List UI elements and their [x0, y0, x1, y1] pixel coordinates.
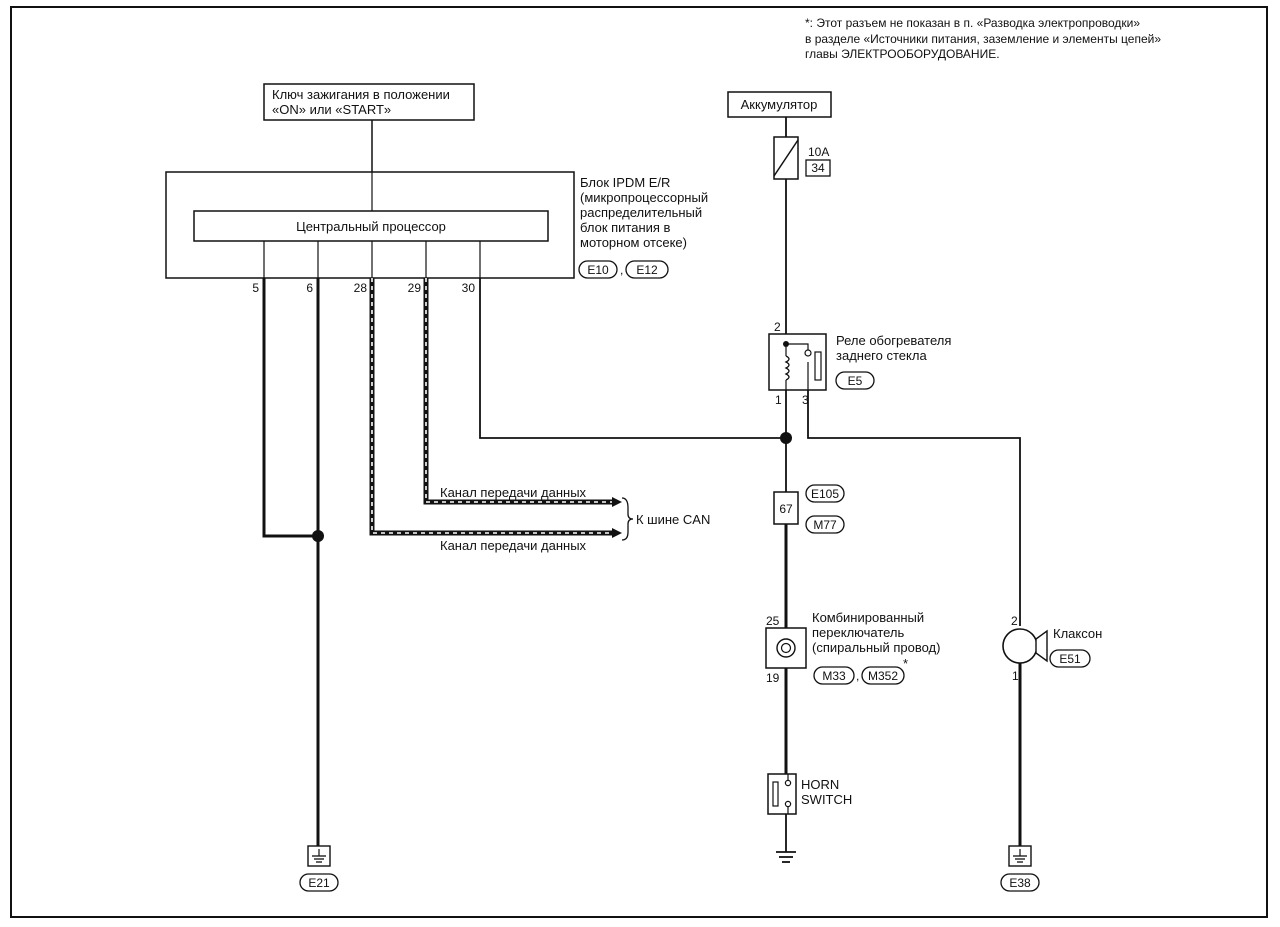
connector-separator: ,	[620, 263, 623, 277]
ground-label: E21	[308, 876, 330, 890]
relay-pin: 1	[775, 393, 782, 407]
can-arrow-low	[612, 528, 622, 538]
ignition-switch-box: Ключ зажигания в положении «ON» или «STA…	[263, 83, 475, 121]
can-brace	[621, 497, 634, 541]
fuse-number-box	[805, 159, 831, 177]
junction-connector: 67 E105 M77	[773, 484, 845, 534]
fuse: 10A 34	[773, 136, 831, 180]
ignition-line-2: «ON» или «START»	[272, 102, 391, 117]
diagram-frame	[10, 6, 1268, 918]
connector-badge	[299, 873, 339, 892]
combo-pin: 19	[766, 671, 780, 685]
ipdm-desc-2: (микропроцессорный	[580, 190, 708, 205]
combo-label-3: (спиральный провод)	[812, 640, 940, 655]
junction-dot	[312, 530, 324, 542]
ipdm-connectors: E10 , E12	[578, 260, 669, 279]
ground-label: E38	[1009, 876, 1031, 890]
ground-e38: E38	[1000, 845, 1040, 892]
footnote: *: Этот разъем не показан в п. «Разводка…	[805, 16, 1161, 61]
connector-badge	[625, 260, 669, 279]
combo-connector-2: M352	[868, 669, 898, 683]
connector-label: E12	[636, 263, 658, 277]
combo-label-2: переключатель	[812, 625, 905, 640]
junction-connector-1: E105	[811, 487, 839, 501]
ipdm-desc-1: Блок IPDM E/R	[580, 175, 670, 190]
pin-label: 28	[354, 281, 368, 295]
horn-label: Клаксон	[1053, 626, 1102, 641]
ipdm-description: Блок IPDM E/R (микропроцессорный распред…	[580, 175, 708, 250]
fuse-number: 34	[811, 161, 825, 175]
ipdm-desc-3: распределительный	[580, 205, 702, 220]
chassis-ground-icon	[776, 851, 796, 863]
connector-badge	[835, 371, 875, 390]
horn-switch-label-2: SWITCH	[801, 792, 852, 807]
horn-switch-label-1: HORN	[801, 777, 839, 792]
can-wire-low	[369, 278, 612, 536]
connector-label: E10	[587, 263, 609, 277]
connector-badge	[578, 260, 618, 279]
can-arrow-high	[612, 497, 622, 507]
footnote-line-3: главы ЭЛЕКТРООБОРУДОВАНИЕ.	[805, 47, 1000, 61]
footnote-line-2: в разделе «Источники питания, заземление…	[805, 32, 1161, 46]
connector-badge	[805, 484, 845, 503]
can-wire-high	[423, 278, 612, 505]
ground-e21: E21	[299, 845, 339, 892]
relay-label-2: заднего стекла	[836, 348, 927, 363]
relay-connector: E5	[848, 374, 863, 388]
junction-pin: 67	[779, 502, 793, 516]
combo-label-1: Комбинированный	[812, 610, 924, 625]
can-label-1: Канал передачи данных	[440, 485, 587, 500]
horn-switch: HORN SWITCH	[767, 773, 852, 815]
connector-badge	[1000, 873, 1040, 892]
pin-label: 30	[462, 281, 476, 295]
relay-label-1: Реле обогревателя	[836, 333, 951, 348]
ground-wires-left	[262, 278, 320, 846]
cpu-label: Центральный процессор	[296, 219, 446, 234]
combo-pin: 25	[766, 614, 780, 628]
battery-label: Аккумулятор	[741, 97, 818, 112]
battery-box: Аккумулятор	[727, 91, 832, 118]
can-bus-label: К шине CAN	[636, 512, 710, 527]
connector-badge	[861, 666, 905, 685]
junction-connector-2: M77	[813, 518, 837, 532]
pin30-wire	[479, 278, 786, 439]
pin-label: 5	[252, 281, 259, 295]
horn-pin: 2	[1011, 614, 1018, 628]
combo-asterisk: *	[903, 656, 908, 671]
can-label-2: Канал передачи данных	[440, 538, 587, 553]
horn-connector: E51	[1059, 652, 1081, 666]
relay: 2 1 3 Реле обогревателя заднего стекла E…	[768, 320, 951, 407]
relay-pin: 3	[802, 393, 809, 407]
connector-badge	[1049, 649, 1091, 668]
ipdm-desc-4: блок питания в	[580, 220, 671, 235]
fuse-rating: 10A	[808, 145, 829, 159]
pin-label: 29	[408, 281, 422, 295]
horn-pin: 1	[1012, 669, 1019, 683]
connector-badge	[805, 515, 845, 534]
ignition-line-1: Ключ зажигания в положении	[272, 87, 450, 102]
cpu-box	[193, 210, 549, 242]
ipdm-block: Центральный процессор	[165, 171, 575, 279]
connector-badge	[813, 666, 855, 685]
relay-pin: 2	[774, 320, 781, 334]
connector-separator: ,	[856, 669, 859, 683]
relay-pin3-to-horn-wire	[807, 390, 1021, 626]
ipdm-desc-5: моторном отсеке)	[580, 235, 687, 250]
combo-connector-1: M33	[822, 669, 846, 683]
ipdm-pin-labels: 5 6 28 29 30	[252, 281, 475, 295]
pin-label: 6	[306, 281, 313, 295]
horn: 2 1 Клаксон E51	[1002, 614, 1102, 683]
junction-dot	[780, 432, 792, 444]
footnote-line-1: *: Этот разъем не показан в п. «Разводка…	[805, 16, 1140, 30]
combination-switch: 25 19 Комбинированный переключатель (спи…	[765, 610, 940, 685]
